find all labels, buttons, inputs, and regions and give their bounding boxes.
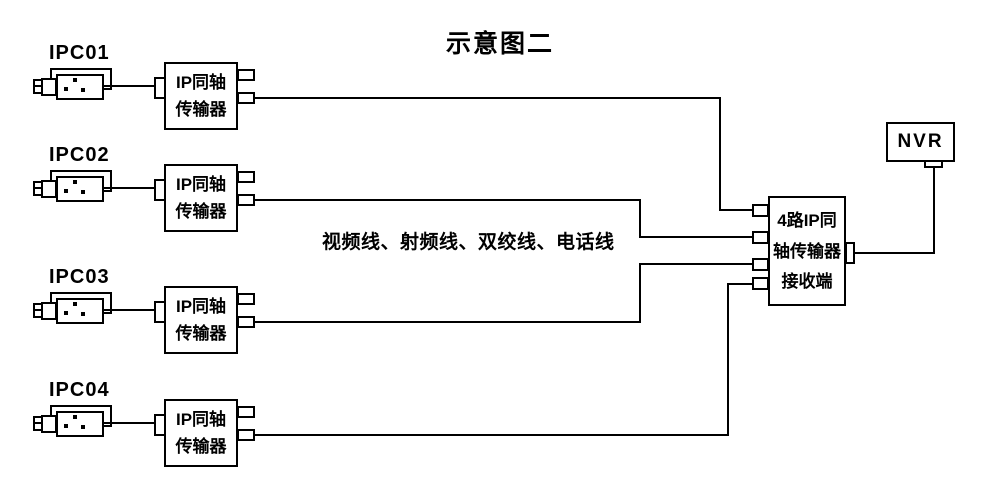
camera-plug-pin bbox=[33, 181, 43, 183]
camera-icon-body bbox=[56, 298, 104, 324]
wire-ch2-to-port bbox=[639, 236, 754, 238]
transmitter-output-port-lower bbox=[237, 194, 255, 206]
transmitter-label-line2: 传输器 bbox=[175, 437, 227, 456]
camera-label: IPC04 bbox=[49, 379, 110, 401]
camera-to-transmitter-wire bbox=[104, 85, 156, 87]
camera-dot bbox=[81, 312, 85, 316]
wire-ch1-vertical bbox=[719, 97, 721, 211]
transmitter-output-port-upper bbox=[237, 69, 255, 81]
receiver-input-port-2 bbox=[752, 231, 769, 244]
camera-plug-pin bbox=[33, 194, 43, 196]
transmitter-output-port-lower bbox=[237, 92, 255, 104]
camera-plug-pin bbox=[33, 309, 43, 311]
transmitter-box: IP同轴 传输器 bbox=[164, 164, 238, 232]
wire-receiver-to-nvr-horizontal bbox=[853, 252, 935, 254]
receiver-label-line2: 轴传输器 bbox=[773, 241, 841, 261]
nvr-label: NVR bbox=[897, 131, 944, 152]
transmitter-label-line1: IP同轴 bbox=[175, 297, 227, 316]
transmitter-output-port-upper bbox=[237, 171, 255, 183]
wire-ch2-vertical bbox=[639, 199, 641, 238]
transmitter-label-line2: 传输器 bbox=[175, 324, 227, 343]
transmitter-label-line1: IP同轴 bbox=[175, 410, 227, 429]
camera-plug-pin bbox=[33, 79, 43, 81]
receiver-label-line3: 接收端 bbox=[781, 272, 833, 292]
camera-plug-pin bbox=[33, 92, 43, 94]
receiver-input-port-3 bbox=[752, 258, 769, 271]
camera-label: IPC02 bbox=[49, 144, 110, 166]
camera-dot bbox=[73, 180, 77, 184]
receiver-input-port-4 bbox=[752, 277, 769, 290]
wire-ch4-vertical bbox=[727, 283, 729, 436]
camera-dot bbox=[64, 87, 68, 91]
transmitter-box: IP同轴 传输器 bbox=[164, 399, 238, 467]
camera-dot bbox=[73, 302, 77, 306]
camera-to-transmitter-wire bbox=[104, 422, 156, 424]
camera-dot bbox=[64, 311, 68, 315]
wire-ch4-to-port bbox=[727, 283, 754, 285]
camera-plug-pin bbox=[33, 303, 43, 305]
camera-dot bbox=[64, 189, 68, 193]
transmitter-box: IP同轴 传输器 bbox=[164, 62, 238, 130]
wire-ch1-horizontal bbox=[253, 97, 721, 99]
camera-dot bbox=[73, 415, 77, 419]
diagram-title: 示意图二 bbox=[445, 30, 554, 58]
transmitter-output-port-upper bbox=[237, 406, 255, 418]
transmitter-label-line2: 传输器 bbox=[175, 100, 227, 119]
transmitter-output-port-lower bbox=[237, 429, 255, 441]
receiver-label-line1: 4路IP同 bbox=[777, 210, 837, 230]
nvr-box: NVR bbox=[886, 122, 955, 162]
transmitter-label-line1: IP同轴 bbox=[175, 73, 227, 92]
transmitter-output-port-upper bbox=[237, 293, 255, 305]
camera-label: IPC03 bbox=[49, 266, 110, 288]
camera-connector-icon bbox=[41, 180, 57, 198]
camera-dot bbox=[81, 425, 85, 429]
wire-ch2-horizontal bbox=[253, 199, 641, 201]
camera-connector-icon bbox=[41, 78, 57, 96]
cable-types-label: 视频线、射频线、双绞线、电话线 bbox=[322, 232, 615, 253]
camera-plug-pin bbox=[33, 422, 43, 424]
nvr-bottom-port bbox=[924, 160, 943, 168]
camera-plug-pin bbox=[33, 85, 43, 87]
receiver-input-port-1 bbox=[752, 204, 769, 217]
receiver-output-port bbox=[845, 242, 855, 264]
receiver-box: 4路IP同 轴传输器 接收端 bbox=[768, 196, 846, 306]
wire-ch3-vertical bbox=[639, 263, 641, 323]
camera-connector-icon bbox=[41, 415, 57, 433]
camera-dot bbox=[64, 424, 68, 428]
wire-ch3-horizontal bbox=[253, 321, 641, 323]
camera-label: IPC01 bbox=[49, 42, 110, 64]
transmitter-label-line1: IP同轴 bbox=[175, 175, 227, 194]
wire-ch1-to-port bbox=[719, 209, 754, 211]
transmitter-label-line2: 传输器 bbox=[175, 202, 227, 221]
camera-plug-pin bbox=[33, 187, 43, 189]
wire-ch4-horizontal bbox=[253, 434, 729, 436]
camera-dot bbox=[81, 190, 85, 194]
camera-dot bbox=[81, 88, 85, 92]
camera-plug-pin bbox=[33, 429, 43, 431]
camera-plug-pin bbox=[33, 316, 43, 318]
transmitter-output-port-lower bbox=[237, 316, 255, 328]
camera-plug-pin bbox=[33, 416, 43, 418]
camera-to-transmitter-wire bbox=[104, 187, 156, 189]
wire-receiver-to-nvr-vertical bbox=[933, 166, 935, 254]
camera-dot bbox=[73, 78, 77, 82]
camera-connector-icon bbox=[41, 302, 57, 320]
camera-to-transmitter-wire bbox=[104, 309, 156, 311]
transmitter-box: IP同轴 传输器 bbox=[164, 286, 238, 354]
wire-ch3-to-port bbox=[639, 263, 754, 265]
